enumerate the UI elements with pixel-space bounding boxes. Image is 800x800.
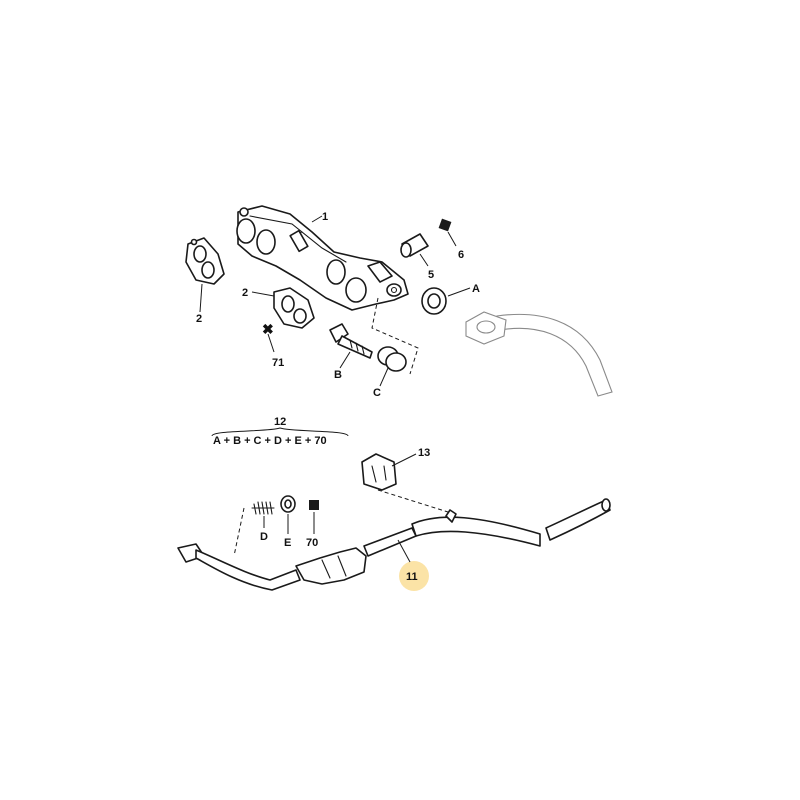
manifold-gasket-left <box>185 237 225 285</box>
rubber-mount <box>361 453 397 491</box>
label-part-a: A <box>472 283 480 295</box>
label-part-2-center: 2 <box>242 287 248 299</box>
label-part-11: 11 <box>406 571 418 583</box>
front-dashed-guide <box>233 507 245 557</box>
catalytic-converter-pipe <box>177 527 417 591</box>
kit-12-brace <box>211 427 349 437</box>
label-kit-12: 12 <box>274 416 286 428</box>
square-marker-6 <box>438 218 452 232</box>
ring-e <box>280 495 296 513</box>
square-marker-70 <box>309 500 319 510</box>
kit-12-formula: A + B + C + D + E + 70 <box>213 435 327 447</box>
downstream-pipe <box>465 311 613 397</box>
label-part-71: 71 <box>272 357 284 369</box>
mount-dashed-guide <box>377 489 449 513</box>
label-part-70: 70 <box>306 537 318 549</box>
cross-marker-71: ✖ <box>262 321 274 337</box>
label-part-13: 13 <box>418 447 430 459</box>
label-part-b: B <box>334 369 342 381</box>
upper-dashed-guide <box>371 297 419 375</box>
highlight-part-11 <box>399 561 429 591</box>
exhaust-manifold <box>236 205 409 311</box>
sleeve <box>400 233 429 258</box>
seal-ring-a <box>421 287 447 315</box>
manifold-gasket-center <box>273 287 315 329</box>
spring-d <box>251 501 275 515</box>
stud-bolt-b <box>329 323 373 359</box>
leader-11 <box>397 539 411 563</box>
leader-13 <box>391 453 417 467</box>
label-part-e: E <box>284 537 291 549</box>
label-part-2-left: 2 <box>196 313 202 325</box>
label-part-d: D <box>260 531 268 543</box>
label-part-6: 6 <box>458 249 464 261</box>
label-part-1: 1 <box>322 211 328 223</box>
label-part-c: C <box>373 387 381 399</box>
rear-pipe <box>411 498 611 547</box>
spacer-c <box>377 346 407 372</box>
upper-leader-lines <box>199 215 471 387</box>
label-part-5: 5 <box>428 269 434 281</box>
